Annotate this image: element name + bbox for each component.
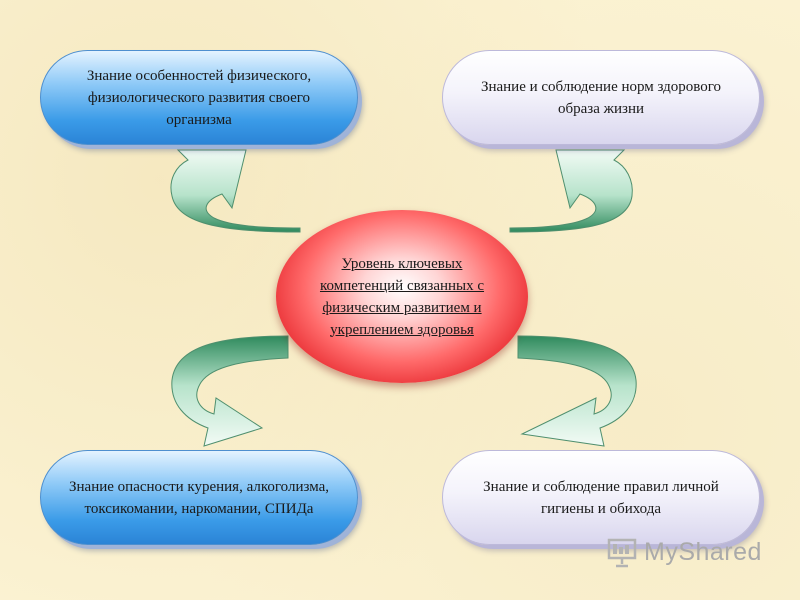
box-top-left: Знание особенностей физического, физиоло…	[40, 50, 358, 145]
arrow-to-bottom-left	[171, 335, 289, 447]
box-bottom-left-text: Знание опасности курения, алкоголизма, т…	[69, 478, 329, 517]
watermark-text: MyShared	[644, 537, 762, 566]
arrow-to-top-right	[509, 149, 633, 233]
box-bottom-left: Знание опасности курения, алкоголизма, т…	[40, 450, 358, 545]
center-text: Уровень ключевых компетенций связанных с…	[319, 255, 485, 338]
center-ellipse: Уровень ключевых компетенций связанных с…	[276, 210, 528, 383]
arrow-to-top-left	[170, 149, 301, 233]
arrow-to-bottom-right	[517, 335, 637, 447]
box-top-left-text: Знание особенностей физического, физиоло…	[86, 67, 312, 128]
presentation-board-icon	[607, 538, 637, 568]
box-top-right-text: Знание и соблюдение норм здорового образ…	[480, 78, 722, 117]
watermark: MyShared	[606, 536, 762, 568]
box-top-right: Знание и соблюдение норм здорового образ…	[442, 50, 760, 145]
box-bottom-right-text: Знание и соблюдение правил личной гигиен…	[483, 478, 719, 517]
box-bottom-right: Знание и соблюдение правил личной гигиен…	[442, 450, 760, 545]
